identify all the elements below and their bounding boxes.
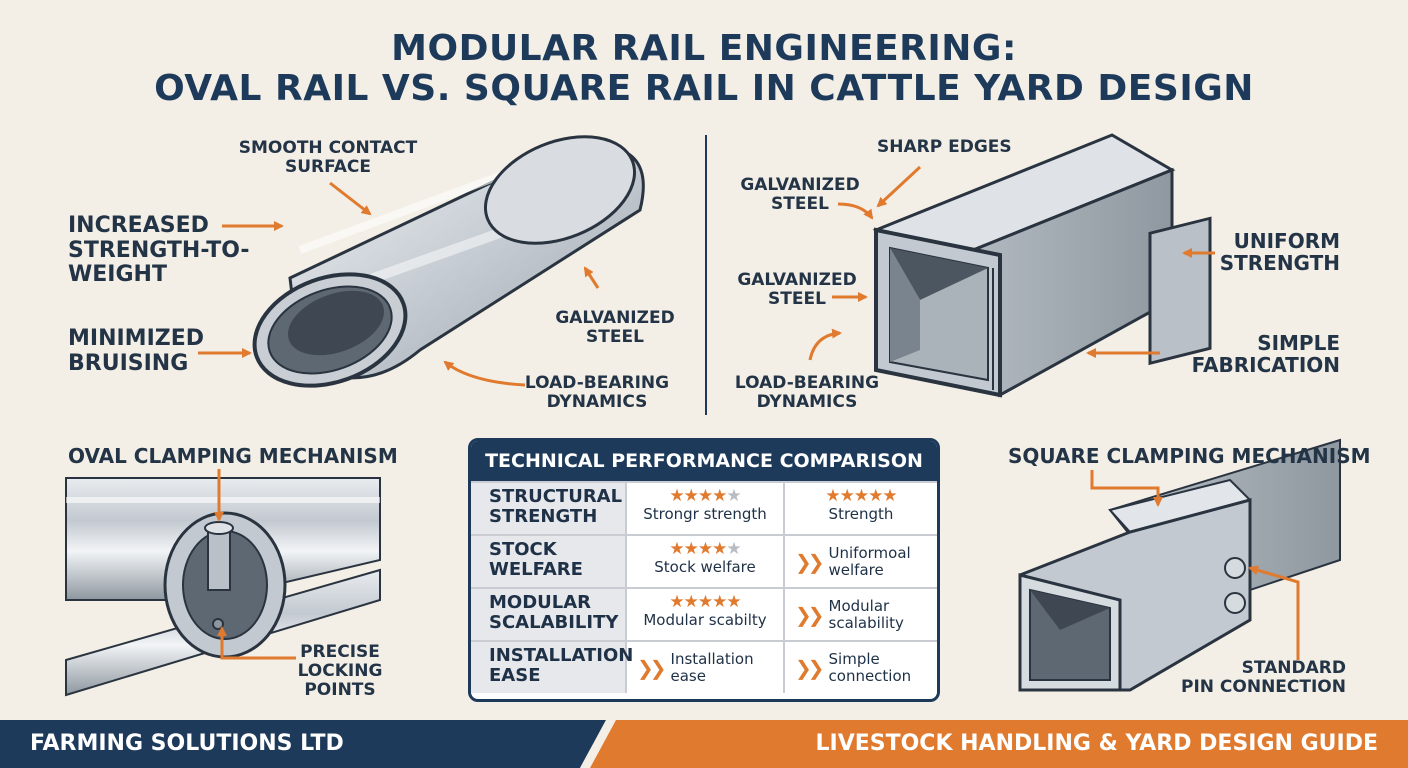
star-icon: ★ (712, 539, 727, 559)
table-row: MODULAR SCALABILITY ★★★★★ Modular scabil… (471, 587, 937, 640)
chevron-right-icon: ❯❯ (637, 655, 666, 680)
label-smooth-contact-surface: SMOOTH CONTACT SURFACE (238, 138, 418, 178)
label-uniform-strength: UNIFORM STRENGTH (1219, 229, 1340, 276)
star-icon: ★ (868, 486, 883, 506)
empty-star-icon: ★ (726, 539, 741, 559)
square-cell: ★★★★★ Strength (785, 483, 937, 534)
star-icon: ★ (683, 486, 699, 506)
footer-company: FARMING SOLUTIONS LTD (30, 731, 344, 756)
chevron-right-icon: ❯❯ (795, 549, 824, 574)
comparison-table: TECHNICAL PERFORMANCE COMPARISON STRUCTU… (468, 438, 940, 702)
chevron-right-icon: ❯❯ (795, 602, 824, 627)
star-icon: ★ (669, 592, 684, 612)
label-galvanized-steel-oval: GALVANIZED STEEL (555, 308, 675, 348)
row-metric: MODULAR SCALABILITY (471, 589, 627, 640)
label-load-bearing-oval: LOAD-BEARING DYNAMICS (524, 373, 670, 413)
oval-clamp-title: OVAL CLAMPING MECHANISM (68, 444, 398, 468)
table-row: INSTALLATION EASE ❯❯ Installation ease ❯… (471, 640, 937, 693)
star-icon: ★ (697, 539, 713, 559)
square-clamp-title: SQUARE CLAMPING MECHANISM (1008, 444, 1371, 468)
callout-arrows (198, 165, 1300, 660)
oval-cell: ❯❯ Installation ease (627, 642, 785, 693)
oval-cell: ★★★★★ Stock welfare (627, 536, 785, 587)
row-metric: INSTALLATION EASE (471, 642, 633, 693)
star-icon: ★ (683, 539, 699, 559)
label-standard-pin-connection: STANDARD PIN CONNECTION (1180, 658, 1346, 698)
table-row: STOCK WELFARE ★★★★★ Stock welfare ❯❯ Uni… (471, 534, 937, 587)
square-cell: ❯❯ Simple connection (795, 650, 912, 685)
page-title-line-1: MODULAR RAIL ENGINEERING: (391, 28, 1017, 69)
star-icon: ★ (669, 539, 684, 559)
oval-cell: ★★★★★ Modular scabilty (627, 589, 785, 640)
chevron-right-icon: ❯❯ (795, 655, 824, 680)
star-icon: ★ (683, 592, 699, 612)
oval-rail-illustration (252, 135, 645, 388)
star-icon: ★ (697, 592, 713, 612)
comparison-table-title: TECHNICAL PERFORMANCE COMPARISON (471, 441, 937, 481)
star-icon: ★ (825, 486, 840, 506)
star-icon: ★ (712, 592, 727, 612)
empty-star-icon: ★ (726, 486, 741, 506)
oval-cell: ★★★★★ Strongr strength (627, 483, 785, 534)
half-star-icon: ★ (882, 486, 897, 506)
label-precise-locking-points: PRECISE LOCKING POINTS (297, 642, 383, 701)
square-cell: ❯❯ Uniformoal welfare (795, 544, 911, 579)
star-icon: ★ (853, 486, 869, 506)
star-icon: ★ (697, 486, 713, 506)
row-metric: STRUCTURAL STRENGTH (471, 483, 627, 534)
label-load-bearing-square: LOAD-BEARING DYNAMICS (734, 373, 880, 413)
footer-left-band (0, 720, 560, 768)
star-rating: ★★★★★ (631, 592, 779, 612)
footer-right-band (590, 720, 1408, 768)
label-strength-to-weight: INCREASED STRENGTH-TO- WEIGHT (68, 213, 250, 288)
square-cell: ❯❯ Modular scalability (795, 597, 904, 632)
star-icon: ★ (839, 486, 855, 506)
star-rating: ★★★★★ (631, 539, 779, 559)
footer-guide-title: LIVESTOCK HANDLING & YARD DESIGN GUIDE (815, 731, 1378, 756)
label-simple-fabrication: SIMPLE FABRICATION (1191, 331, 1340, 378)
label-galvanized-steel-top: GALVANIZED STEEL (740, 175, 860, 215)
star-rating: ★★★★★ (631, 486, 779, 506)
row-metric: STOCK WELFARE (471, 536, 627, 587)
footer-divider (560, 720, 616, 768)
label-galvanized-steel-mid: GALVANIZED STEEL (737, 270, 857, 310)
half-star-icon: ★ (726, 592, 741, 612)
page-title-line-2: OVAL RAIL VS. SQUARE RAIL IN CATTLE YARD… (154, 68, 1254, 109)
label-sharp-edges: SHARP EDGES (877, 137, 1012, 157)
square-rail-illustration (872, 133, 1176, 398)
label-minimized-bruising: MINIMIZED BRUISING (68, 326, 204, 376)
star-rating: ★★★★★ (789, 486, 933, 506)
star-icon: ★ (712, 486, 727, 506)
square-clamp-illustration (1018, 216, 1341, 692)
star-icon: ★ (669, 486, 684, 506)
table-row: STRUCTURAL STRENGTH ★★★★★ Strongr streng… (471, 481, 937, 534)
